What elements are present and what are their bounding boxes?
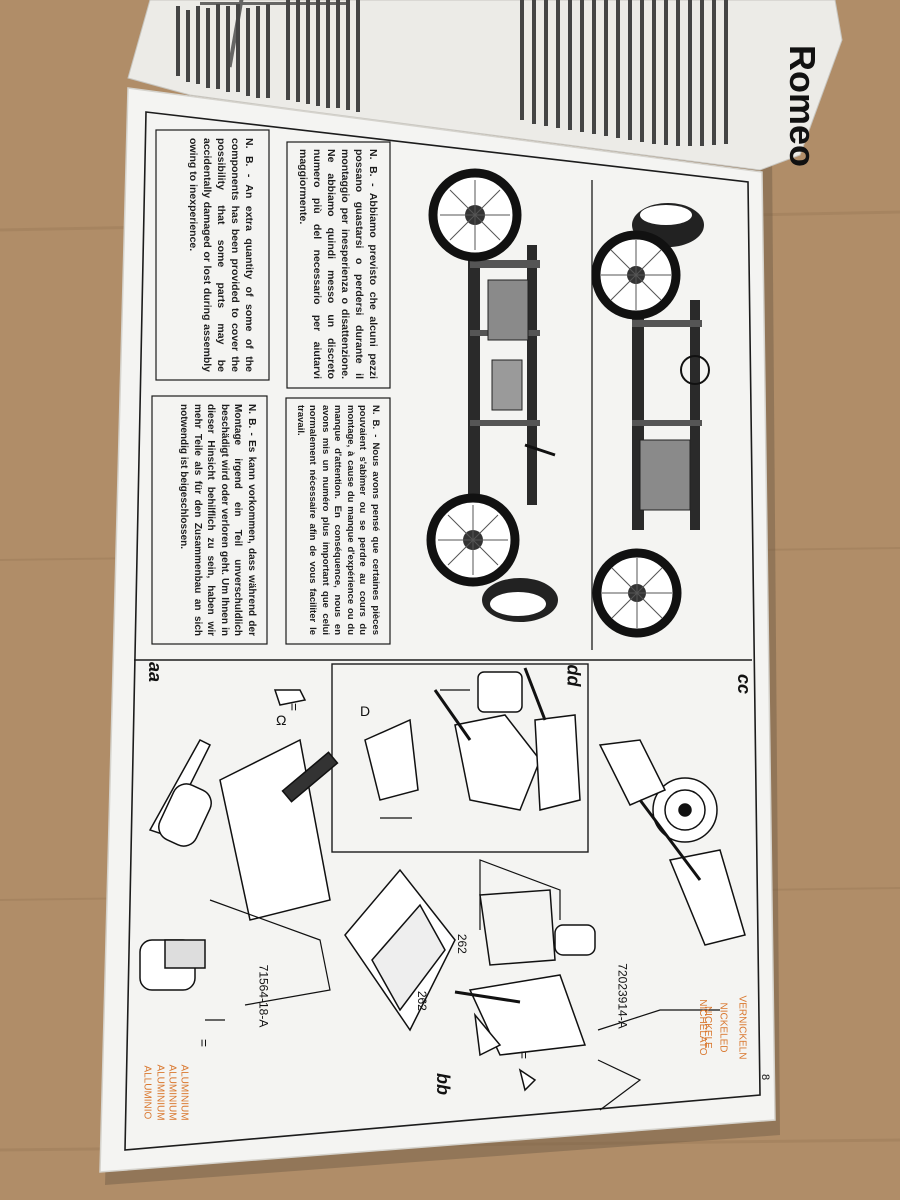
note-text-it: N. B. - Abbiamo previsto che alcuni pezz… xyxy=(297,149,379,379)
equals-sign-1: = xyxy=(286,703,302,711)
top-page-heading: Romeo xyxy=(782,45,823,167)
part-label-72023914: 72023914-A xyxy=(616,963,630,1028)
legend-nickel-3: NICKELED xyxy=(718,1002,729,1052)
part-label-262-b: 262 xyxy=(415,991,429,1011)
instructions-area: dd cc aa bb D xyxy=(139,662,771,1121)
panel-label-bb: bb xyxy=(433,1073,453,1095)
legend-aluminium-1: ALLUMINIO xyxy=(142,1065,153,1119)
top-page-column-1 xyxy=(176,0,360,112)
page-number: 8 xyxy=(759,1074,771,1080)
hand-screwdriver-dd xyxy=(364,667,581,811)
part-label-71564: 71564-18-A xyxy=(256,965,270,1028)
steering-wheel xyxy=(680,355,710,385)
chassis-view-1 xyxy=(426,168,558,622)
equals-sign-2: = xyxy=(196,1039,212,1047)
legend-aluminium-3: ALUMINIUM xyxy=(167,1064,178,1120)
part-label-262-a: 262 xyxy=(455,934,469,954)
page-border xyxy=(124,111,761,1151)
legend-nickel: NICHELATO NICKELE NICKELED VERNICKELN xyxy=(697,996,748,1060)
note-text-en-wrap: N. B. - An extra quantity of some of the… xyxy=(187,138,255,372)
top-page: Romeo xyxy=(127,0,843,171)
note-text-it-wrap: N. B. - Abbiamo previsto che alcuni pezz… xyxy=(297,149,379,379)
leader-lines xyxy=(205,859,720,1111)
dd-symbol: D xyxy=(360,703,370,719)
panel-label-aa: aa xyxy=(145,662,165,682)
note-text-fr-wrap: N. B. - Nous avons pensé que certaines p… xyxy=(295,405,381,635)
note-text-de: N. B. - Es kann vorkommen, dass während … xyxy=(178,404,258,636)
note-text-fr: N. B. - Nous avons pensé que certaines p… xyxy=(295,405,381,635)
panel-label-dd: dd xyxy=(563,665,583,688)
note-box-de xyxy=(151,395,268,645)
legend-nickel-4: VERNICKELN xyxy=(736,996,747,1060)
note-box-it xyxy=(286,141,391,389)
panel-label-cc: cc xyxy=(734,674,754,694)
aa-hammer-assembly xyxy=(139,689,339,991)
notes-area: N. B. - An extra quantity of some of the… xyxy=(151,129,391,645)
top-page-column-2 xyxy=(520,0,728,146)
bb-assembly xyxy=(344,868,596,1092)
legend-nickel-1: NICHELATO xyxy=(697,999,708,1056)
legend-aluminium-2: ALUMINIUM xyxy=(155,1064,166,1120)
note-box-fr xyxy=(285,397,391,645)
equals-sign-3: = xyxy=(516,1051,532,1059)
legend-aluminium-4: ALUMINIUM xyxy=(179,1064,190,1120)
note-text-en: N. B. - An extra quantity of some of the… xyxy=(187,138,255,372)
aa-symbol: Ω xyxy=(276,712,286,728)
legend-nickel-2: NICKELE xyxy=(702,1006,713,1049)
chassis-illustration-area xyxy=(426,168,710,650)
note-text-de-wrap: N. B. - Es kann vorkommen, dass während … xyxy=(178,404,258,636)
legend-aluminium: ALLUMINIO ALUMINIUM ALUMINIUM ALUMINIUM xyxy=(142,1064,190,1120)
note-box-en xyxy=(155,129,270,381)
chassis-view-2 xyxy=(591,203,710,638)
cc-wheel-assembly xyxy=(598,739,746,946)
